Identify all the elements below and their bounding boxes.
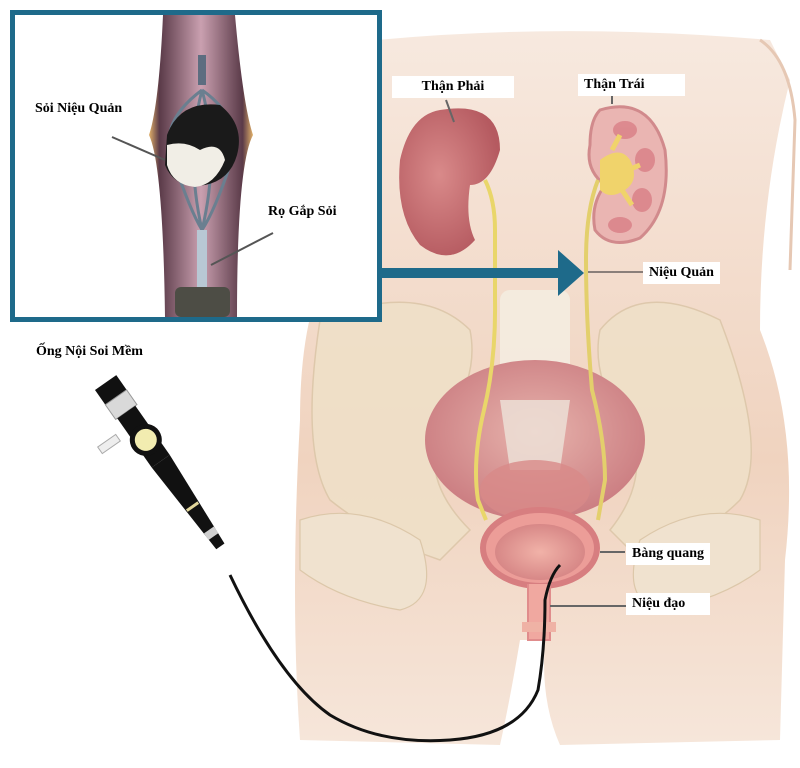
pointer-arrow-head [558,250,584,296]
left-kidney-calyces [608,121,655,233]
renal-pelvis [600,152,634,195]
ureteroscopy-inset: Sỏi Niệu Quản Rọ Gắp Sỏi [10,10,382,322]
basket-sheath [197,230,207,290]
label-flexible-scope: Ống Nội Soi Mềm [36,344,143,359]
pointer-arrow-shaft [377,268,562,278]
label-left-kidney: Thận Trái [578,74,685,96]
label-bladder: Bàng quang [626,543,710,565]
inset-illustration [111,15,274,317]
label-stone-basket: Rọ Gắp Sỏi [268,204,337,219]
endoscope-handle [95,375,225,550]
label-ureteral-stone: Sỏi Niệu Quản [35,101,123,116]
label-right-kidney: Thận Phải [392,76,514,98]
pelvis-bone [311,301,473,561]
right-kidney [399,108,500,256]
label-ureter: Niệu Quản [643,262,720,284]
right-ureter [474,179,498,521]
scope-tip [175,287,230,317]
left-ureter [583,179,608,521]
label-urethra: Niệu đạo [626,593,710,615]
